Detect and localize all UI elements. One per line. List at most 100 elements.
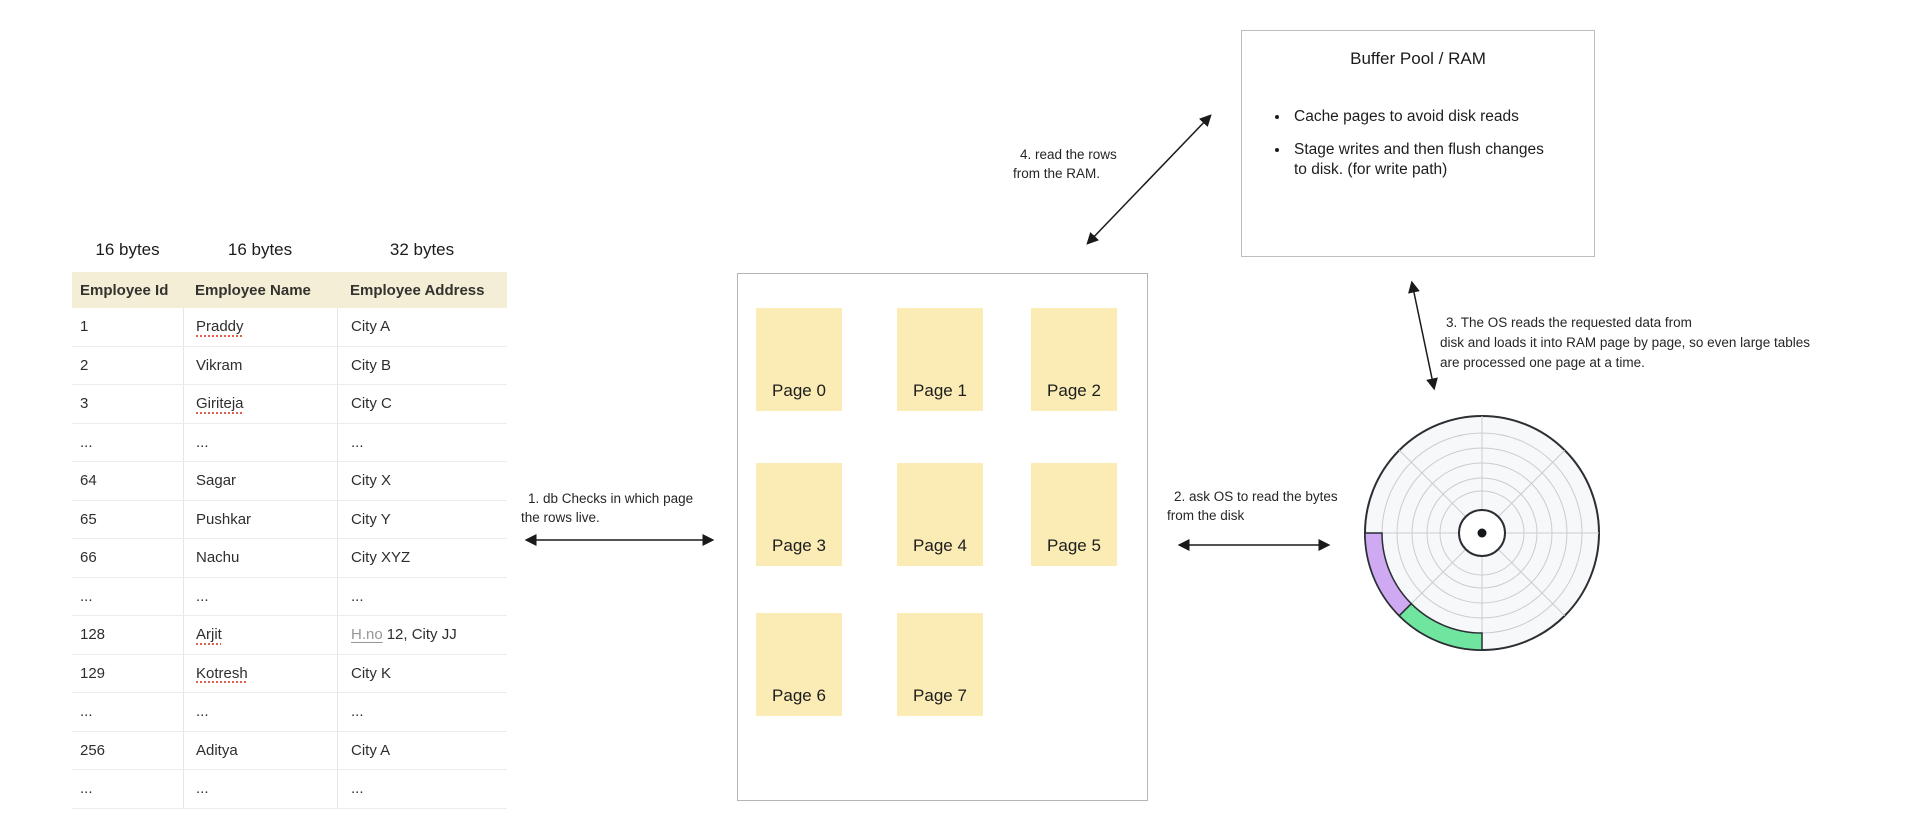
table-cell: Pushkar <box>183 500 337 538</box>
table-cell: 2 <box>80 356 89 374</box>
annotation-line: 4. read the rows <box>1020 147 1117 162</box>
table-cell: 64 <box>80 472 97 490</box>
annotation-line: 1. db Checks in which page <box>528 491 694 506</box>
pages-box: Page 0 Page 1 Page 2 Page 3 Page 4 Page 5 Page… <box>737 273 1148 801</box>
page-card: Page 5 <box>1031 463 1117 566</box>
page-card-label: Page 2 <box>1047 381 1101 400</box>
page-card: Page 7 <box>897 613 983 716</box>
table-cell: ... <box>337 577 507 615</box>
buffer-pool-bullet-list: Cache pages to avoid disk reads Stage wr… <box>1290 107 1548 179</box>
page-card-label: Page 6 <box>772 686 826 705</box>
annotation-line: from the disk <box>1167 508 1245 523</box>
page-card: Page 1 <box>897 308 983 411</box>
annotation-step-3: 3. The OS reads the requested data from … <box>1440 313 1810 373</box>
buffer-pool-box: Buffer Pool / RAM Cache pages to avoid d… <box>1241 30 1595 257</box>
table-cell: City X <box>337 462 507 500</box>
disk-illustration <box>1364 415 1600 651</box>
page-card-label: Page 3 <box>772 536 826 555</box>
address-prefix: H.no <box>351 626 383 644</box>
table-cell: Praddy <box>183 308 337 346</box>
annotation-step-4: 4. read the rows from the RAM. <box>1013 145 1117 183</box>
disk-sector-lines <box>1365 416 1599 650</box>
table-cell: ... <box>183 423 337 461</box>
buffer-pool-bullet: Stage writes and then flush changes to d… <box>1290 140 1548 179</box>
annotation-line: disk and loads it into RAM page by page,… <box>1440 335 1810 350</box>
table-cell: ... <box>183 577 337 615</box>
disk-spindle-dot <box>1477 528 1487 538</box>
table-cell: ... <box>337 770 507 808</box>
table-cell: Kotresh <box>183 654 337 692</box>
table-cell: 128 <box>80 626 106 644</box>
table-cell: Sagar <box>183 462 337 500</box>
annotation-step-2: 2. ask OS to read the bytes from the dis… <box>1167 487 1338 525</box>
table-cell: Giriteja <box>183 385 337 423</box>
table-cell: 66 <box>80 549 97 567</box>
table-cell: City C <box>337 385 507 423</box>
byte-size-labels: 16 bytes 16 bytes 32 bytes <box>72 240 507 272</box>
table-cell: ... <box>80 703 93 721</box>
table-cell: City A <box>337 308 507 346</box>
table-cell: 1 <box>80 318 89 336</box>
table-cell: City Y <box>337 500 507 538</box>
table-cell: ... <box>337 693 507 731</box>
page-card: Page 0 <box>756 308 842 411</box>
page-card-label: Page 5 <box>1047 536 1101 555</box>
table-cell: Aditya <box>183 731 337 769</box>
annotation-line: from the RAM. <box>1013 166 1101 181</box>
table-row: ......... <box>72 693 507 732</box>
table-cell: City B <box>337 346 507 384</box>
annotation-line: the rows live. <box>521 510 600 525</box>
annotation-step-1: 1. db Checks in which page the rows live… <box>521 489 693 527</box>
table-cell: ... <box>80 587 93 605</box>
table-cell: ... <box>80 780 93 798</box>
column-header: Employee Id <box>80 281 169 299</box>
table-cell: Vikram <box>183 346 337 384</box>
table-cell: City K <box>337 654 507 692</box>
table-cell: Nachu <box>183 539 337 577</box>
buffer-pool-bullet: Cache pages to avoid disk reads <box>1290 107 1548 126</box>
page-card: Page 6 <box>756 613 842 716</box>
annotation-line: 2. ask OS to read the bytes <box>1174 489 1338 504</box>
table-cell: City XYZ <box>337 539 507 577</box>
table-cell: City A <box>337 731 507 769</box>
table-cell: 129 <box>80 664 106 682</box>
table-cell: 3 <box>80 395 89 413</box>
employee-table: 16 bytes 16 bytes 32 bytes Employee Id E… <box>72 240 507 809</box>
table-cell: Arjit <box>183 616 337 654</box>
page-card-label: Page 4 <box>913 536 967 555</box>
table-cell: 256 <box>80 741 106 759</box>
disk-track-segment-green <box>1398 602 1483 651</box>
page-card-label: Page 7 <box>913 686 967 705</box>
table-cell: ... <box>183 693 337 731</box>
byte-label: 16 bytes <box>227 240 293 259</box>
arrow-step-3 <box>1408 280 1438 391</box>
page-card-label: Page 0 <box>772 381 826 400</box>
byte-label: 16 bytes <box>95 240 160 259</box>
page-card: Page 3 <box>756 463 842 566</box>
table-cell: ... <box>337 423 507 461</box>
table-cell: 65 <box>80 510 97 528</box>
buffer-pool-title: Buffer Pool / RAM <box>1350 49 1486 68</box>
page-card-label: Page 1 <box>913 381 967 400</box>
page-card: Page 2 <box>1031 308 1117 411</box>
table-row: ......... <box>72 423 507 462</box>
table-row: ......... <box>72 770 507 809</box>
byte-label: 32 bytes <box>389 240 455 259</box>
page-card: Page 4 <box>897 463 983 566</box>
table-cell: ... <box>183 770 337 808</box>
table-cell: ... <box>80 433 93 451</box>
annotation-line: are processed one page at a time. <box>1440 355 1645 370</box>
table-header: Employee Id Employee Name Employee Addre… <box>72 272 507 308</box>
column-header: Employee Address <box>350 281 485 299</box>
